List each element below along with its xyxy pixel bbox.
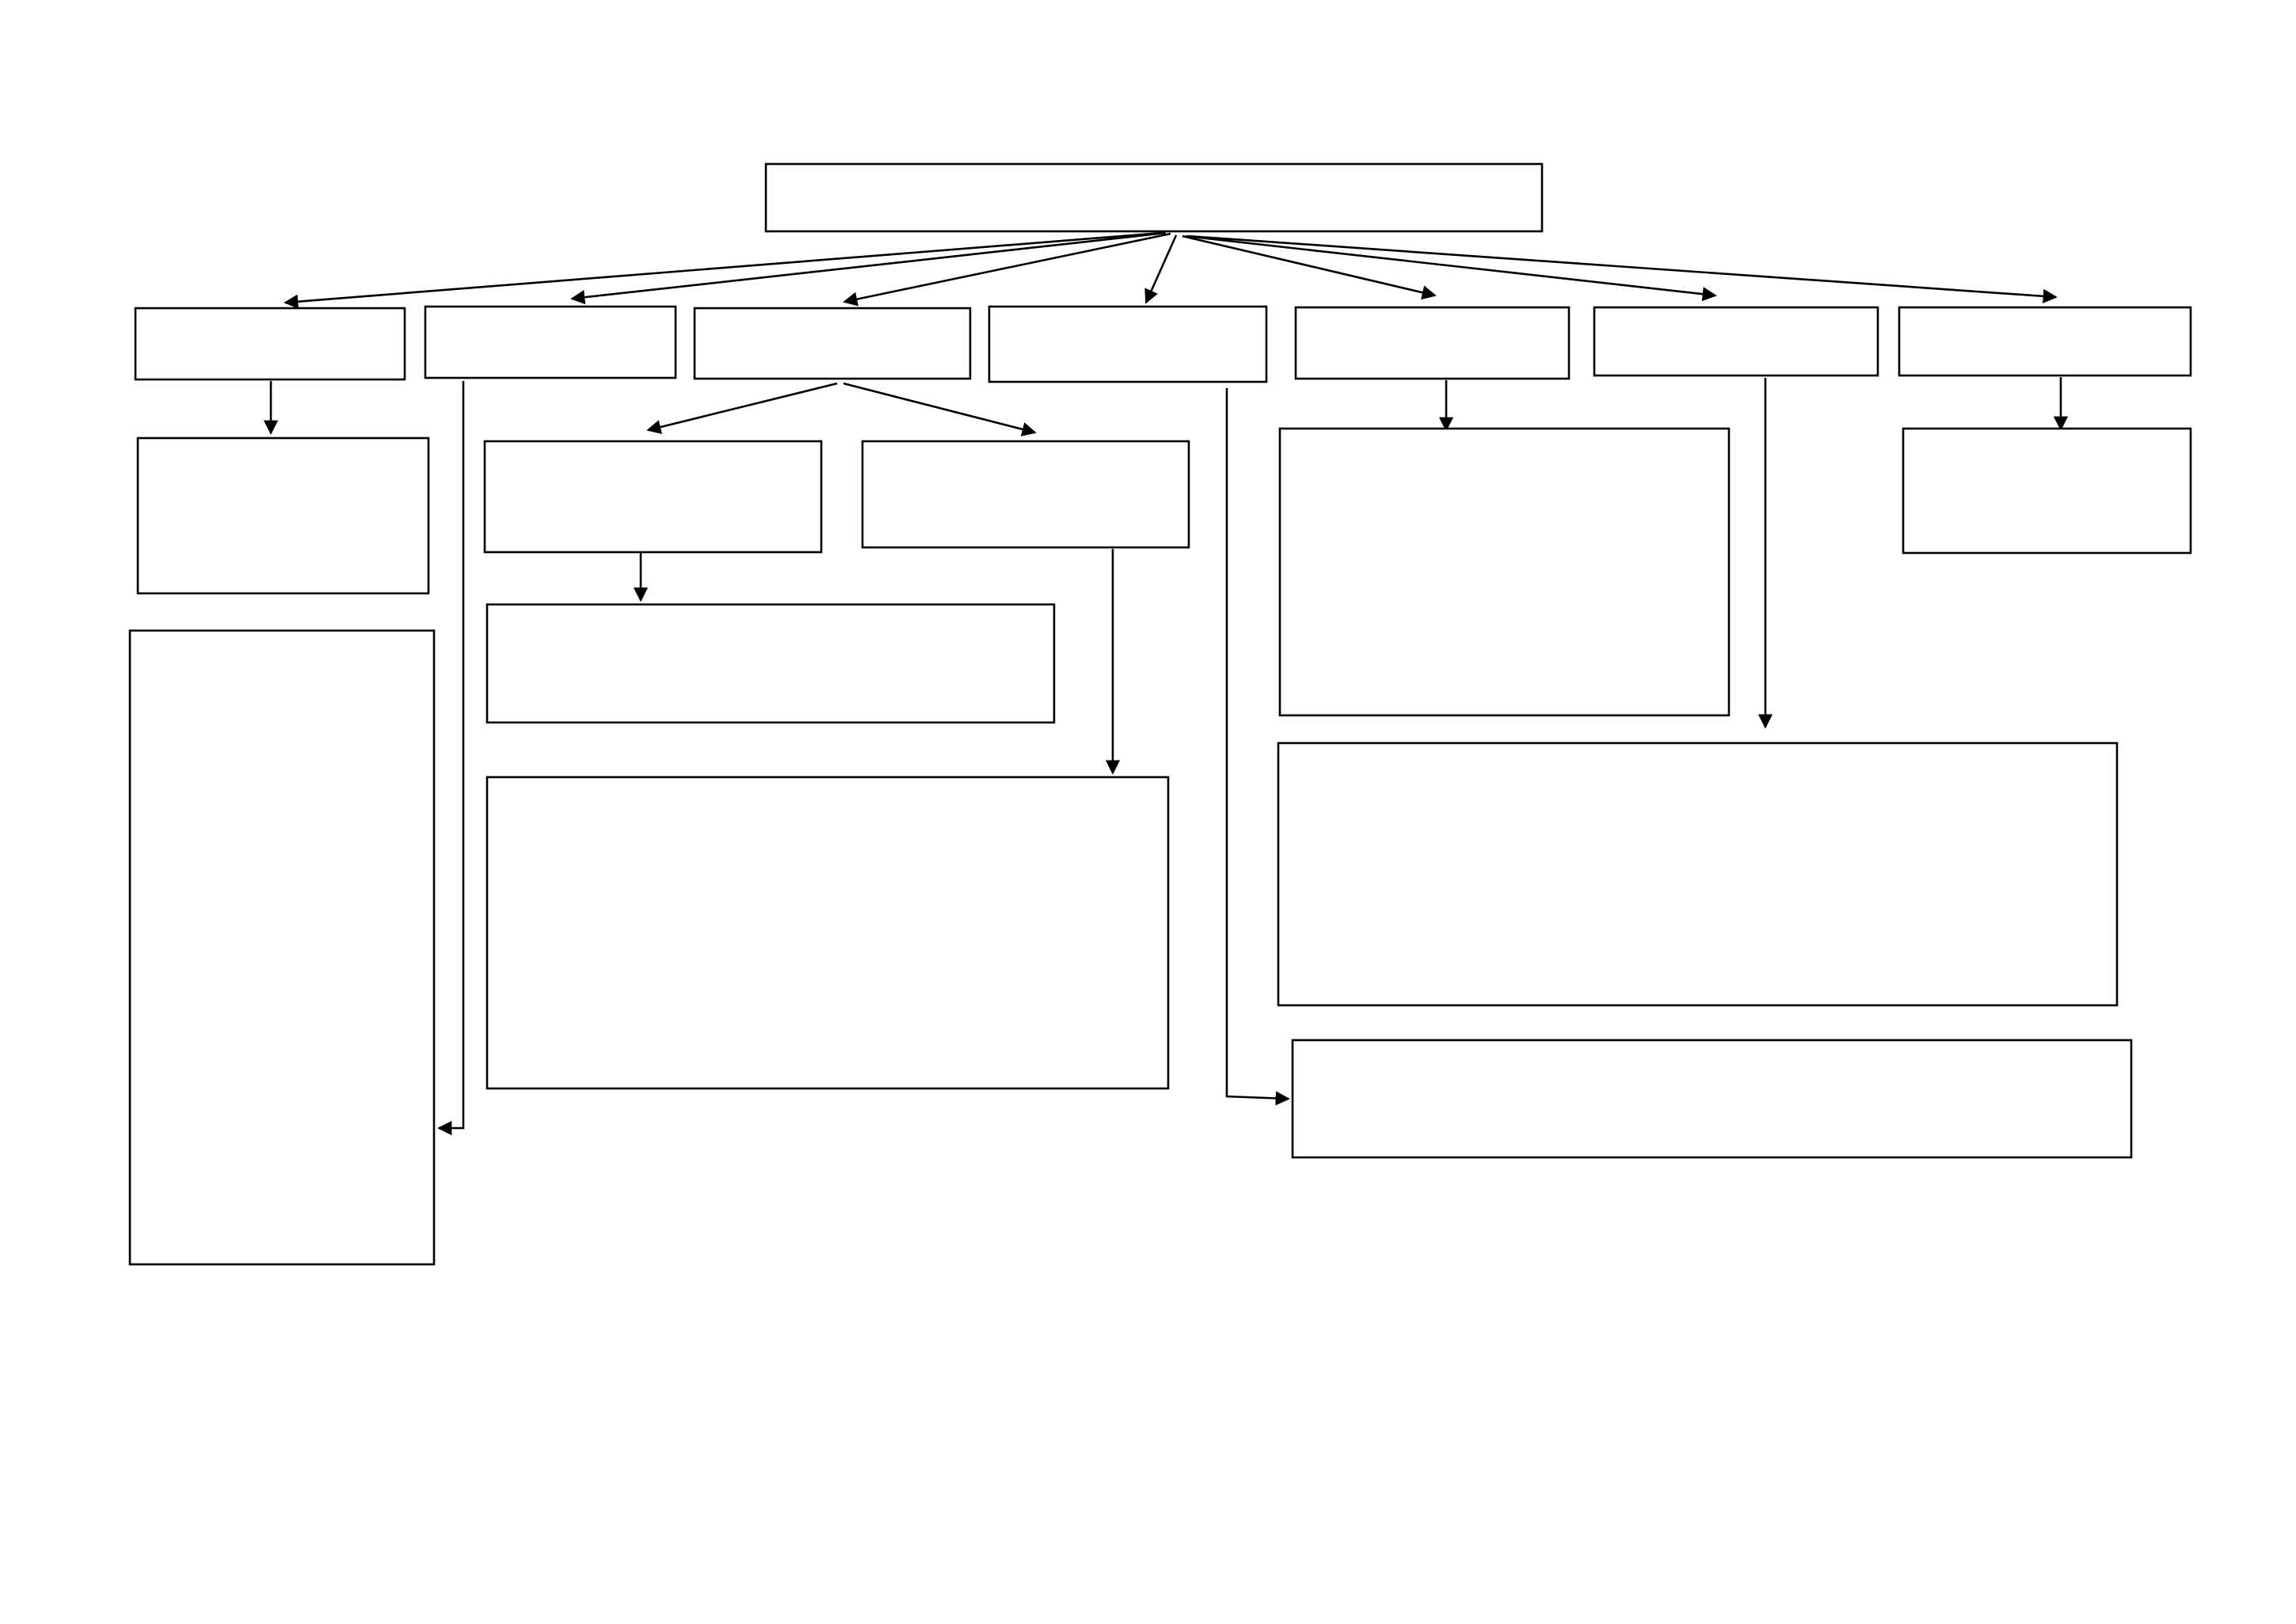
node-box-b-child xyxy=(128,629,436,1266)
node-box-d-child xyxy=(1291,1039,2133,1159)
connector-root-to-level1-c xyxy=(843,232,1171,307)
node-box-root xyxy=(764,162,1544,233)
node-c-left-child xyxy=(485,603,1056,724)
edges-layer xyxy=(263,231,2069,1136)
node-box-level1-d xyxy=(988,305,1268,383)
node-c-child-left xyxy=(483,440,823,554)
node-level1-d xyxy=(988,305,1268,383)
node-d-child xyxy=(1291,1039,2133,1159)
node-g-child xyxy=(1902,427,2192,555)
node-box-level1-a xyxy=(134,307,406,381)
node-box-c-right-child xyxy=(485,776,1170,1090)
node-level1-c xyxy=(693,307,972,380)
connector-level1-c-to-c-child-right xyxy=(843,382,1037,436)
node-e-child xyxy=(1278,427,1731,717)
node-level1-g xyxy=(1898,306,2192,377)
node-level1-f xyxy=(1593,306,1879,377)
connector-level1-c-to-c-child-left xyxy=(646,382,838,434)
node-box-level1-g xyxy=(1898,306,2192,377)
node-box-level1-f xyxy=(1593,306,1879,377)
node-box-c-child-right xyxy=(861,440,1190,549)
connector-root-to-level1-b xyxy=(570,231,1167,305)
node-box-g-child xyxy=(1902,427,2192,555)
connector-root-to-level1-f xyxy=(1185,234,1717,302)
nodes-layer xyxy=(128,162,2192,1266)
node-b-child xyxy=(128,629,436,1266)
node-level1-b xyxy=(424,305,677,379)
node-box-e-child xyxy=(1278,427,1731,717)
node-box-f-child xyxy=(1277,741,2119,1007)
node-level1-a xyxy=(134,307,406,381)
node-box-level1-b xyxy=(424,305,677,379)
connector-root-to-level1-g xyxy=(1187,234,2058,303)
node-box-a-child xyxy=(136,436,430,595)
connector-root-to-level1-e xyxy=(1182,234,1437,300)
node-box-c-left-child xyxy=(485,603,1056,724)
node-f-child xyxy=(1277,741,2119,1007)
node-c-right-child xyxy=(485,776,1170,1090)
node-a-child xyxy=(136,436,430,595)
node-c-child-right xyxy=(861,440,1190,549)
connector-root-to-level1-d xyxy=(1144,234,1178,304)
connector-level1-d-to-d-child xyxy=(1225,388,1290,1106)
node-root xyxy=(764,162,1544,233)
connector-level1-b-to-b-child xyxy=(437,381,465,1136)
node-box-c-child-left xyxy=(483,440,823,554)
node-box-level1-c xyxy=(693,307,972,380)
connector-root-to-level1-a xyxy=(284,231,1163,309)
node-level1-e xyxy=(1294,306,1571,380)
node-box-level1-e xyxy=(1294,306,1571,380)
